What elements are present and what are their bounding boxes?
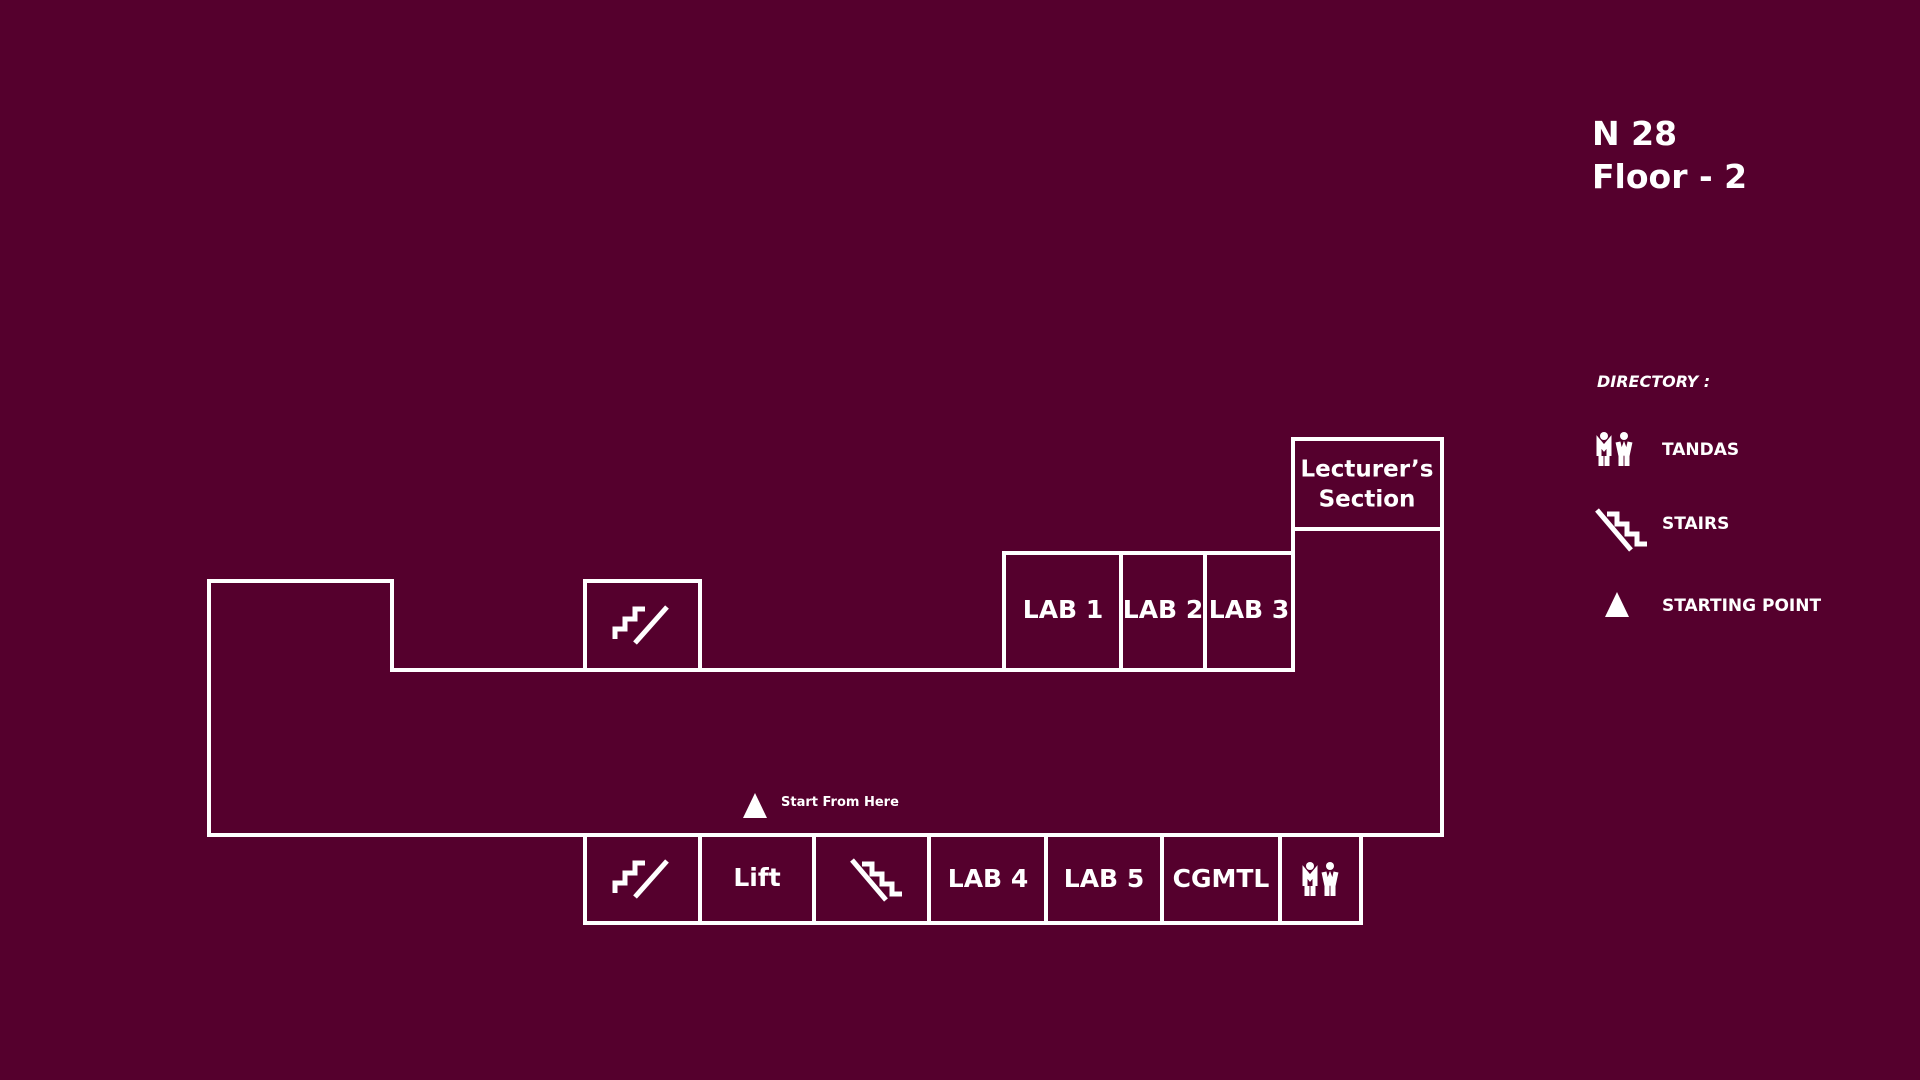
room-lab-3[interactable] xyxy=(1203,551,1295,672)
legend-tandas-label: TANDAS xyxy=(1662,440,1740,460)
room-lab-5-label: LAB 5 xyxy=(1064,864,1144,893)
floor-title: N 28 Floor - 2 xyxy=(1592,112,1747,198)
building-name: N 28 xyxy=(1592,114,1678,153)
room-lab-1-label: LAB 1 xyxy=(1023,595,1103,624)
toilet-icon xyxy=(1599,432,1630,466)
room-toilet[interactable] xyxy=(1278,833,1363,925)
stairs-up-room-top[interactable] xyxy=(583,579,702,672)
stairs-up-room-bottom[interactable] xyxy=(583,833,702,925)
floor-name: Floor - 2 xyxy=(1592,157,1748,196)
stairs-down-room[interactable] xyxy=(812,833,931,925)
legend-starting-point-label: STARTING POINT xyxy=(1662,596,1822,616)
room-lecturers-line2: Section xyxy=(1319,487,1416,513)
legend-stairs-label: STAIRS xyxy=(1662,514,1730,534)
room-cgmtl-label: CGMTL xyxy=(1173,864,1270,893)
room-lecturers-section[interactable] xyxy=(1291,437,1444,531)
stairs-up-icon xyxy=(615,607,667,643)
room-lab-2-label: LAB 2 xyxy=(1123,595,1203,624)
stairs-down-icon xyxy=(852,860,902,900)
start-triangle-icon xyxy=(743,793,767,818)
stairs-up-icon xyxy=(615,861,667,897)
triangle-icon xyxy=(1605,592,1629,617)
directory-heading: DIRECTORY : xyxy=(1597,372,1711,391)
room-lecturers-line1: Lecturer’s xyxy=(1301,457,1434,483)
room-lift-label: Lift xyxy=(733,863,780,892)
corridor-outline xyxy=(207,527,1444,837)
start-label: Start From Here xyxy=(781,795,899,810)
toilet-icon xyxy=(1305,862,1336,896)
stairs-down-icon xyxy=(1597,510,1647,550)
room-lab-4-label: LAB 4 xyxy=(948,864,1028,893)
room-lab-3-label: LAB 3 xyxy=(1209,595,1289,624)
